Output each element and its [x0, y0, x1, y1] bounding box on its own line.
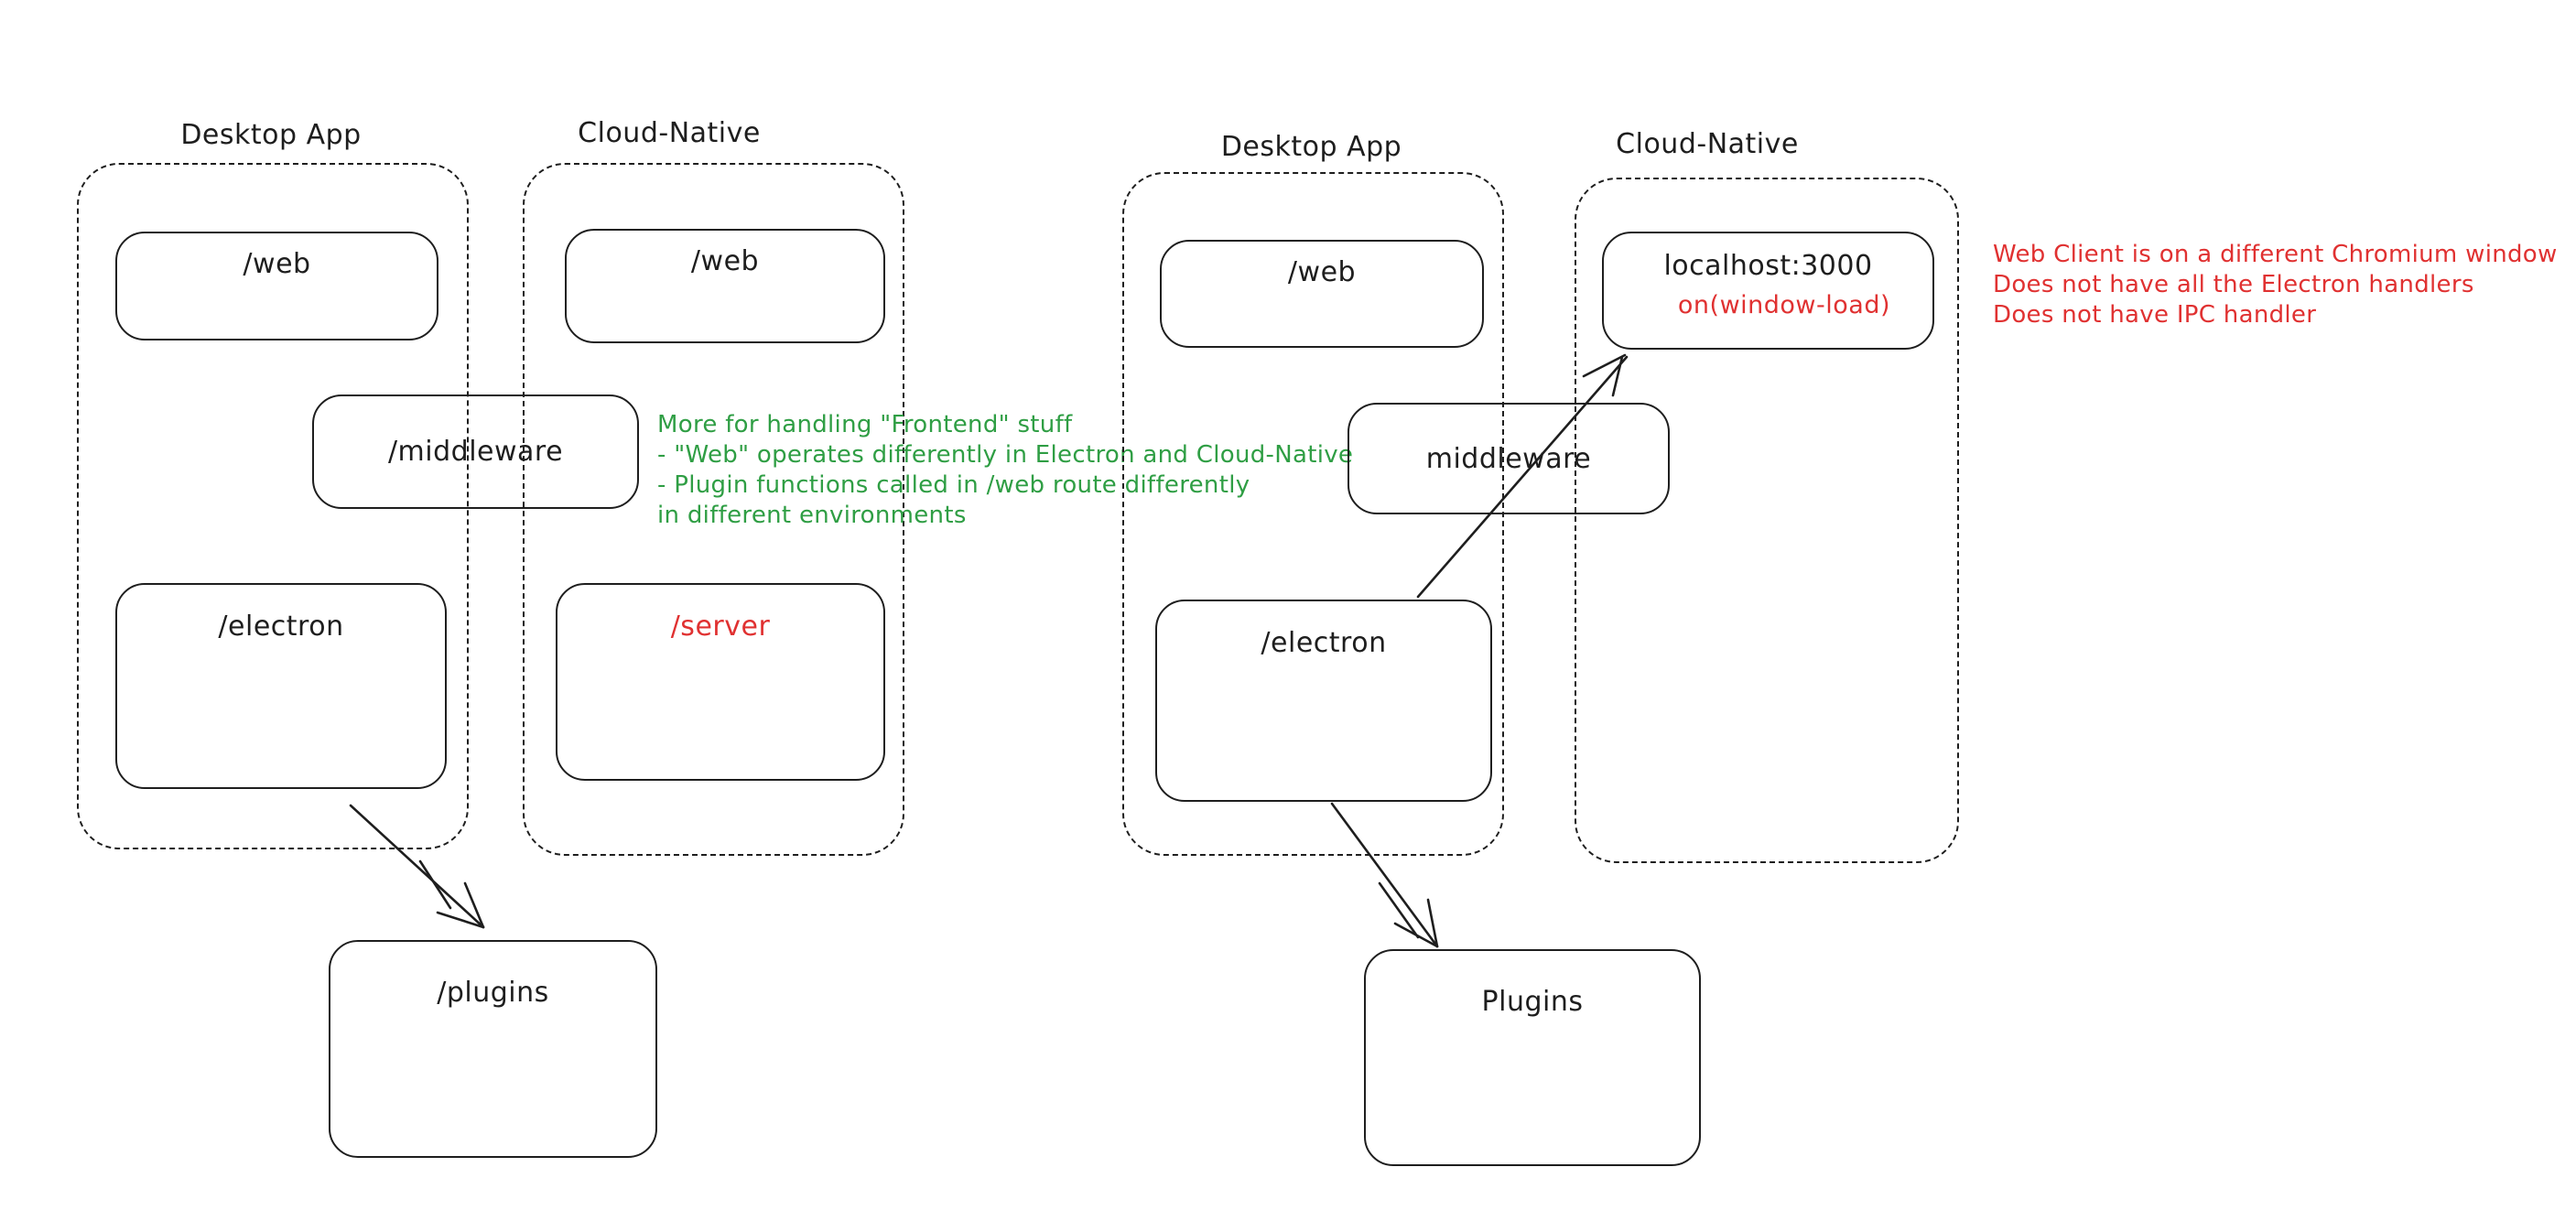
right-plugins-label: Plugins [1481, 986, 1584, 1018]
note-line: - "Web" operates differently in Electron… [657, 441, 1354, 469]
left-desktop-web-label: /web [243, 248, 311, 280]
left-server-box: /server [556, 583, 885, 781]
left-middleware-box: /middleware [312, 394, 639, 509]
left-plugins-label: /plugins [437, 977, 549, 1009]
right-window-load-label: on(window-load) [1677, 291, 1890, 319]
right-desktop-web-label: /web [1287, 256, 1357, 288]
left-plugins-box: /plugins [329, 940, 657, 1158]
right-electron-label: /electron [1261, 627, 1387, 659]
left-cloud-container [523, 163, 904, 856]
right-desktop-web-box: /web [1160, 240, 1484, 348]
note-line: in different environments [657, 502, 967, 529]
left-server-label: /server [670, 611, 771, 643]
right-localhost-box: localhost:3000 on(window-load) [1602, 232, 1934, 350]
note-line: - Plugin functions called in /web route … [657, 471, 1250, 499]
left-desktop-container [77, 163, 469, 849]
left-cloud-title: Cloud-Native [578, 117, 761, 149]
note-line: Does not have IPC handler [1993, 301, 2317, 329]
right-cloud-title: Cloud-Native [1616, 128, 1799, 160]
left-cloud-web-label: /web [690, 245, 760, 277]
left-middleware-label: /middleware [387, 436, 564, 468]
right-localhost-label: localhost:3000 [1663, 250, 1873, 282]
right-plugins-box: Plugins [1364, 949, 1701, 1166]
left-cloud-web-box: /web [565, 229, 885, 343]
right-annotation-note: Web Client is on a different Chromium wi… [1993, 240, 2558, 330]
left-desktop-title: Desktop App [180, 119, 362, 151]
right-middleware-box: middleware [1348, 403, 1670, 514]
left-electron-box: /electron [115, 583, 447, 789]
note-line: More for handling "Frontend" stuff [657, 411, 1073, 438]
note-line: Does not have all the Electron handlers [1993, 271, 2474, 298]
right-electron-box: /electron [1155, 600, 1492, 802]
left-annotation-note: More for handling "Frontend" stuff - "We… [657, 410, 1353, 531]
left-electron-label: /electron [218, 611, 344, 643]
right-desktop-title: Desktop App [1220, 131, 1402, 163]
note-line: Web Client is on a different Chromium wi… [1993, 241, 2558, 268]
right-middleware-label: middleware [1425, 442, 1592, 475]
left-desktop-web-box: /web [115, 232, 438, 340]
